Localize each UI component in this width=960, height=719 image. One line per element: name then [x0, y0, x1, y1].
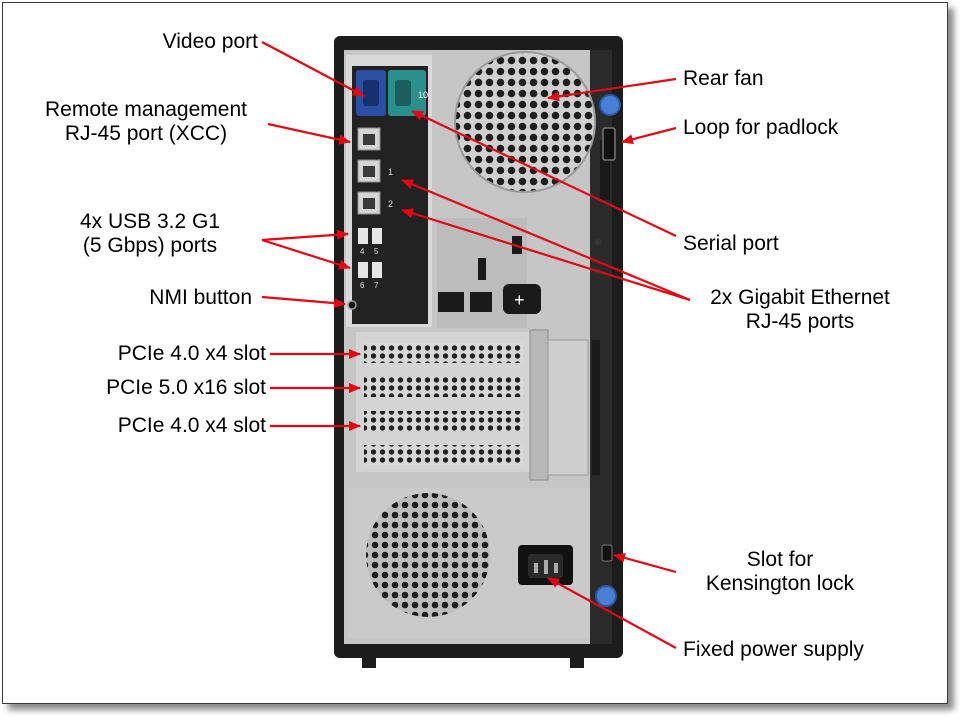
- label-gigabit-line1: 2x Gigabit Ethernet: [710, 286, 890, 309]
- callout-arrows: [261, 41, 691, 649]
- arrow-ethernet-2: [401, 208, 691, 302]
- top-latch-icon[interactable]: [599, 94, 621, 116]
- label-serial-port: Serial port: [683, 232, 779, 255]
- svg-text:+: +: [514, 290, 525, 310]
- label-video-port: Video port: [162, 30, 258, 53]
- psu-fan-grille: [366, 493, 490, 617]
- pcie-slot-3-cover[interactable]: [364, 411, 524, 431]
- power-supply-area: [348, 488, 613, 638]
- label-remote-management-line2: RJ-45 port (XCC): [64, 122, 228, 145]
- nmi-button[interactable]: [347, 300, 357, 310]
- bottom-latch-icon[interactable]: [595, 585, 617, 607]
- label-usb-line2: (5 Gbps) ports: [82, 234, 218, 257]
- label-padlock-loop: Loop for padlock: [683, 116, 839, 139]
- label-pcie-slot-3: PCIe 4.0 x4 slot: [117, 414, 266, 437]
- padlock-loop[interactable]: [602, 127, 616, 161]
- arrow-rear-fan: [547, 77, 677, 102]
- arrow-power-supply: [547, 577, 677, 649]
- usb-number-5: 5: [374, 247, 379, 256]
- label-kensington: Slot for Kensington lock: [680, 548, 880, 596]
- pcie-slot-4-cover: [364, 445, 524, 465]
- arrow-padlock-loop: [621, 126, 677, 145]
- usb-number-7: 7: [374, 281, 379, 290]
- usb-port-4[interactable]: [358, 228, 368, 244]
- usb-port-7[interactable]: [372, 262, 382, 278]
- label-pcie-slot-1: PCIe 4.0 x4 slot: [117, 342, 266, 365]
- label-kensington-line1: Slot for: [746, 548, 814, 571]
- usb-number-4: 4: [360, 247, 365, 256]
- label-remote-management-line1: Remote management: [45, 98, 247, 121]
- usb-port-6[interactable]: [358, 262, 368, 278]
- label-usb-ports: 4x USB 3.2 G1 (5 Gbps) ports: [40, 210, 260, 258]
- label-remote-management: Remote management RJ-45 port (XCC): [10, 98, 282, 146]
- label-rear-fan: Rear fan: [683, 67, 764, 90]
- serial-port-number: 10: [418, 90, 428, 100]
- arrow-video-port: [261, 41, 365, 97]
- label-nmi-button: NMI button: [149, 286, 252, 309]
- label-gigabit-line2: RJ-45 ports: [745, 310, 855, 333]
- pcie-slots: [356, 329, 600, 481]
- label-pcie-slot-2: PCIe 5.0 x16 slot: [106, 376, 266, 399]
- kensington-slot[interactable]: [601, 544, 613, 562]
- arrow-ethernet-1: [401, 178, 691, 302]
- label-kensington-line2: Kensington lock: [705, 572, 855, 595]
- label-usb-line1: 4x USB 3.2 G1: [79, 210, 221, 233]
- rear-fan-grille: [454, 51, 596, 193]
- ethernet-port-2-number: 2: [388, 199, 393, 209]
- arrow-usb-bottom: [261, 238, 351, 270]
- ethernet-port-1-number: 1: [388, 167, 393, 177]
- arrow-nmi: [261, 295, 346, 309]
- usb-port-5[interactable]: [372, 228, 382, 244]
- arrow-usb-top: [261, 229, 349, 242]
- pcie-slot-1-cover[interactable]: [364, 343, 524, 363]
- pcie-slot-2-cover[interactable]: [364, 377, 524, 397]
- usb-number-6: 6: [360, 281, 365, 290]
- arrow-xcc-port: [267, 122, 351, 145]
- label-power-supply: Fixed power supply: [683, 638, 864, 661]
- io-panel: 10 1 2 4 5 6 7: [346, 55, 432, 327]
- arrow-serial-port: [411, 110, 677, 237]
- arrow-kensington: [613, 553, 677, 574]
- label-gigabit-ethernet: 2x Gigabit Ethernet RJ-45 ports: [680, 286, 920, 334]
